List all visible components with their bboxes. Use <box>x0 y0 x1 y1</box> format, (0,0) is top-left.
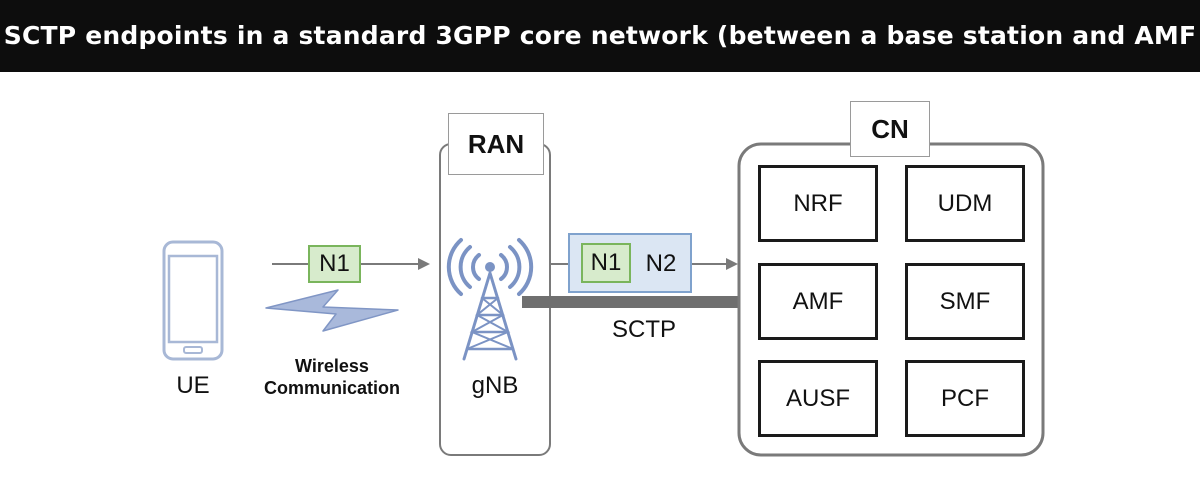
n1-badge: N1 <box>308 245 361 283</box>
nf-ausf: AUSF <box>758 360 878 437</box>
sctp-label: SCTP <box>611 316 676 343</box>
lightning-icon <box>265 289 399 332</box>
page-title: SCTP endpoints in a standard 3GPP core n… <box>3 21 1197 50</box>
cn-tag: CN <box>850 101 930 157</box>
n1-inner-badge: N1 <box>581 243 631 283</box>
nf-pcf: PCF <box>905 360 1025 437</box>
nf-udm: UDM <box>905 165 1025 242</box>
nf-nrf: NRF <box>758 165 878 242</box>
nf-smf: SMF <box>905 263 1025 340</box>
wireless-label-line2: Communication <box>263 378 400 398</box>
ue-label: UE <box>176 372 210 399</box>
antenna-tower-icon <box>446 238 534 361</box>
wireless-label-line1: Wireless <box>295 356 369 376</box>
ran-tag: RAN <box>448 113 544 175</box>
n2-label: N2 <box>645 250 677 277</box>
gnb-label: gNB <box>471 372 519 399</box>
sctp-link <box>522 296 759 308</box>
phone-icon <box>162 240 224 361</box>
title-bar <box>0 0 1200 72</box>
n2-badge: N1 N2 <box>568 233 692 293</box>
nf-amf: AMF <box>758 263 878 340</box>
